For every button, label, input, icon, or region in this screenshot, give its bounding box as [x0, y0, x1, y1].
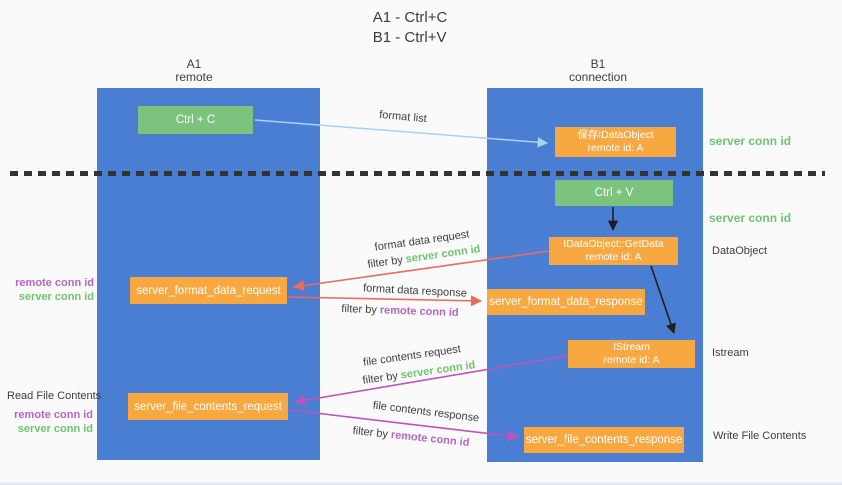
- server-file-contents-response-label: server_file_contents_response: [525, 434, 683, 446]
- istream-side-label: Istream: [712, 347, 749, 359]
- save-dataobject-box: 保存IDataObject remote id: A: [555, 127, 676, 157]
- lane-b-header: B1 connection: [569, 58, 627, 84]
- ctrl-c-box: Ctrl + C: [138, 106, 253, 134]
- server-format-data-request-label: server_format_data_request: [136, 284, 281, 297]
- session-separator-dashed-line: [10, 171, 825, 176]
- bottom-edge-shade: [0, 481, 842, 485]
- server-format-data-response-box: server_format_data_response: [487, 289, 645, 315]
- ctrl-v-label: Ctrl + V: [594, 187, 634, 199]
- filter-by-text: filter by: [341, 302, 378, 317]
- write-file-contents-label: Write File Contents: [713, 430, 807, 442]
- server-conn-id-left-2: server conn id: [17, 423, 93, 435]
- dataobject-side-label: DataObject: [712, 245, 768, 257]
- server-file-contents-request-box: server_file_contents_request: [128, 393, 288, 420]
- istream-line2: remote id: A: [603, 354, 660, 366]
- save-dataobject-line1: 保存IDataObject: [577, 129, 654, 141]
- server-conn-id-text: server conn id: [399, 359, 477, 382]
- server-conn-id-left-1: server conn id: [18, 291, 94, 303]
- lane-a-id: A1: [186, 57, 202, 71]
- lane-a-name: remote: [175, 70, 213, 84]
- remote-conn-id-text: remote conn id: [379, 304, 459, 320]
- lane-b-name: connection: [568, 70, 628, 84]
- diagram-title: A1 - Ctrl+C B1 - Ctrl+V: [373, 8, 448, 48]
- server-conn-id-right-2: server conn id: [709, 211, 792, 225]
- remote-conn-id-left-1: remote conn id: [15, 277, 94, 289]
- istream-line1: IStream: [613, 341, 650, 353]
- ctrl-c-label: Ctrl + C: [175, 114, 216, 126]
- read-file-contents-label: Read File Contents: [7, 390, 102, 402]
- istream-box: IStream remote id: A: [568, 340, 695, 368]
- server-conn-id-right-1: server conn id: [709, 134, 792, 148]
- lane-b-id: B1: [590, 57, 606, 71]
- filter-by-text: filter by: [352, 424, 389, 441]
- file-contents-response-label: file contents response: [372, 399, 480, 425]
- format-data-response-label: format data response: [362, 282, 468, 300]
- getdata-line2: remote id: A: [585, 251, 642, 263]
- filter-by-text: filter by: [366, 254, 404, 271]
- title-line-2: B1 - Ctrl+V: [372, 29, 447, 46]
- format-list-label: format list: [378, 108, 428, 126]
- filter-by-text: filter by: [361, 370, 399, 387]
- title-line-1: A1 - Ctrl+C: [372, 9, 448, 26]
- ctrl-v-box: Ctrl + V: [555, 180, 673, 206]
- server-file-contents-request-label: server_file_contents_request: [134, 400, 282, 413]
- server-format-data-request-box: server_format_data_request: [130, 277, 287, 304]
- remote-conn-id-text: remote conn id: [390, 428, 470, 450]
- lane-a-header: A1 remote: [175, 58, 212, 84]
- getdata-box: IDataObject::GetData remote id: A: [549, 237, 678, 265]
- server-file-contents-response-box: server_file_contents_response: [524, 427, 684, 453]
- getdata-line1: IDataObject::GetData: [563, 238, 664, 250]
- remote-conn-id-left-2: remote conn id: [14, 409, 93, 421]
- server-format-data-response-label: server_format_data_response: [489, 296, 643, 308]
- save-dataobject-line2: remote id: A: [587, 142, 644, 154]
